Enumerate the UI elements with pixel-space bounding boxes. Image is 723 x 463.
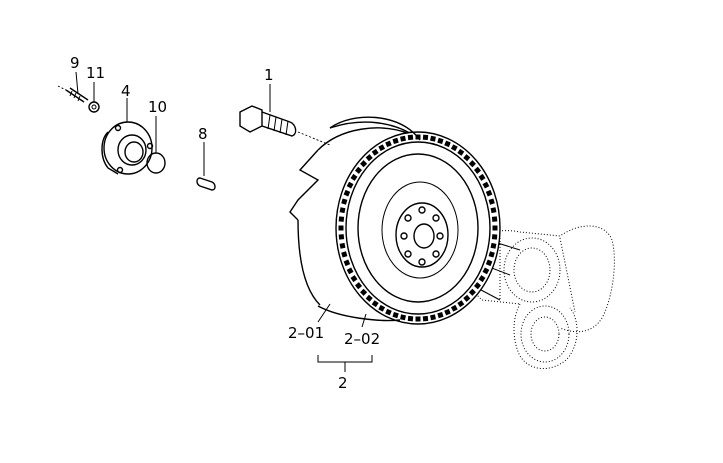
- gear-tooth: [365, 154, 373, 162]
- gear-tooth: [473, 282, 482, 290]
- dowel-pin: [196, 177, 216, 191]
- gear-tooth: [468, 288, 476, 296]
- gear-tooth: [437, 137, 444, 145]
- callout-9: 9: [70, 54, 80, 72]
- callout-2: 2: [338, 374, 348, 392]
- gear-tooth: [371, 148, 379, 156]
- gear-tooth: [338, 216, 345, 222]
- gear-tooth: [400, 135, 406, 142]
- gear-tooth: [430, 135, 436, 142]
- gear-tooth: [473, 166, 482, 174]
- gear-tooth: [407, 315, 414, 322]
- gear-tooth: [463, 294, 471, 302]
- gear-tooth: [490, 207, 497, 214]
- gear-tooth: [365, 294, 373, 302]
- gear-tooth: [354, 166, 363, 174]
- hub-bolt-holes: [400, 206, 444, 266]
- gear-tooth: [346, 181, 354, 189]
- gear-tooth: [478, 173, 486, 181]
- flywheel-bolt: [239, 105, 331, 146]
- gear-tooth: [422, 134, 429, 141]
- gear-tooth: [457, 148, 465, 156]
- gear-tooth: [482, 181, 490, 189]
- gear-tooth: [400, 314, 406, 321]
- gear-tooth: [339, 207, 346, 214]
- gear-tooth: [354, 282, 363, 290]
- gear-tooth: [490, 242, 497, 249]
- callout-11: 11: [86, 64, 105, 82]
- gear-tooth: [360, 288, 368, 296]
- gear-tooth: [378, 144, 386, 152]
- gear-tooth: [343, 259, 351, 267]
- pilot-bearing-hub: [101, 121, 154, 175]
- callout-1: 1: [264, 66, 274, 84]
- gear-tooth: [392, 137, 399, 145]
- gear-tooth: [444, 308, 451, 316]
- gear-tooth: [437, 311, 444, 319]
- callout-8: 8: [198, 125, 208, 143]
- gear-tooth: [450, 144, 458, 152]
- gear-tooth: [488, 251, 495, 258]
- gear-tooth: [488, 198, 495, 205]
- callout-labels: 1 4 8 9 10 11 2–01 2–02 2: [70, 54, 380, 392]
- gear-tooth: [350, 275, 358, 283]
- gear-tooth: [430, 314, 436, 321]
- callout-4: 4: [121, 82, 131, 100]
- gear-tooth: [478, 275, 486, 283]
- ring-gear-teeth: [338, 134, 498, 322]
- flywheel-assembly: [289, 116, 501, 325]
- gear-tooth: [491, 234, 498, 240]
- gear-tooth: [343, 189, 351, 197]
- gear-tooth: [378, 304, 386, 312]
- gear-tooth: [338, 225, 344, 231]
- gear-tooth: [339, 242, 346, 249]
- gear-tooth: [338, 234, 345, 240]
- gear-tooth: [450, 304, 458, 312]
- gear-tooth: [341, 198, 348, 205]
- gear-tooth: [350, 173, 358, 181]
- callout-10: 10: [148, 98, 167, 116]
- gear-tooth: [422, 315, 429, 322]
- callout-2-02: 2–02: [344, 330, 380, 348]
- callout-leaders: [75, 71, 373, 372]
- gear-tooth: [392, 311, 399, 319]
- gear-tooth: [485, 189, 493, 197]
- set-screw: [57, 85, 89, 103]
- gear-tooth: [360, 160, 368, 168]
- gear-tooth: [444, 140, 451, 148]
- gear-tooth: [346, 267, 354, 275]
- gear-tooth: [463, 154, 471, 162]
- gear-tooth: [415, 316, 421, 322]
- gear-tooth: [341, 251, 348, 258]
- gear-tooth: [491, 216, 498, 222]
- o-ring: [146, 152, 166, 174]
- gear-tooth: [385, 308, 392, 316]
- gear-tooth: [385, 140, 392, 148]
- lock-washer: [88, 101, 100, 113]
- gear-tooth: [485, 259, 493, 267]
- callout-2-01: 2–01: [288, 324, 324, 342]
- gear-tooth: [468, 160, 476, 168]
- gear-tooth: [482, 267, 490, 275]
- gear-tooth: [371, 300, 379, 308]
- gear-tooth: [492, 225, 498, 231]
- gear-tooth: [407, 134, 414, 141]
- gear-tooth: [457, 300, 465, 308]
